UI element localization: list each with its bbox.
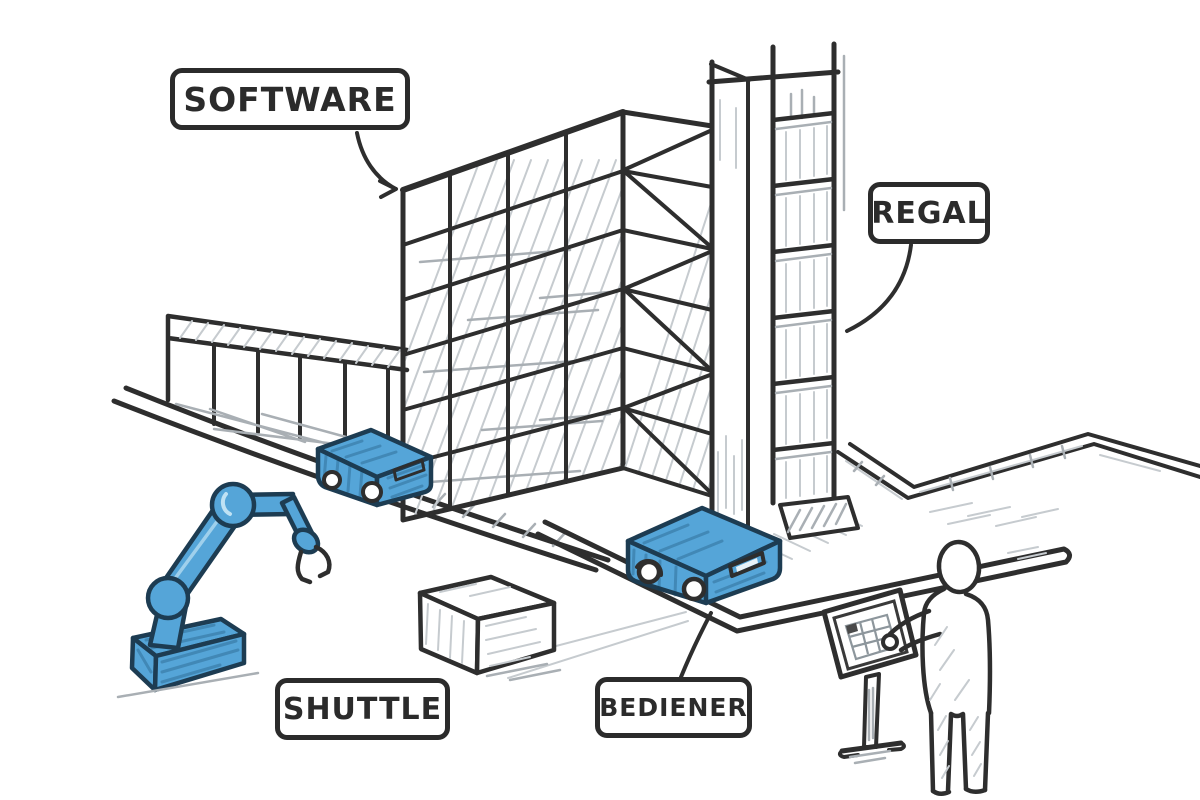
- shuttle-vehicle-2: [625, 505, 783, 606]
- robot-arm-highlight: [166, 510, 226, 590]
- shuttle2-panel: [728, 551, 766, 578]
- shuttle2-panel-slot: [736, 558, 758, 572]
- side-shelf-lines: [621, 124, 714, 498]
- rail-ties: [431, 492, 567, 548]
- shuttle1-wheel-front: [322, 470, 342, 490]
- kiosk-pole-hatch: [867, 686, 875, 742]
- tower-pedestal-hatch: [786, 502, 848, 534]
- robot-elbow-highlight: [220, 492, 232, 516]
- tower-column-hatch: [717, 99, 743, 515]
- label-regal: REGAL: [868, 182, 990, 244]
- side-top-edge: [620, 109, 715, 129]
- operator-arm: [887, 608, 943, 653]
- operator-feet: [930, 786, 988, 796]
- gripper-prong-right: [313, 544, 332, 579]
- robot-elbow-joint: [209, 481, 257, 529]
- label-software: SOFTWARE: [170, 68, 410, 130]
- label-leaders: [355, 131, 913, 679]
- regal-leader: [845, 243, 913, 333]
- main-rack-building: [400, 109, 715, 523]
- robot-base-front: [152, 631, 247, 693]
- platform-edge: [535, 519, 1072, 634]
- operator-torso: [920, 586, 993, 716]
- grid-lines: [848, 618, 895, 655]
- box-hatch: [425, 583, 541, 667]
- low-rack-posts: [212, 344, 390, 452]
- bediener-leader: [679, 611, 713, 679]
- box-shadow: [485, 662, 562, 682]
- operator-pants-hatch: [929, 626, 982, 779]
- tower-posts: [706, 41, 841, 521]
- regal-lift-tower: [706, 41, 860, 540]
- box-right: [474, 600, 557, 676]
- kiosk-base: [839, 740, 904, 754]
- software-arrow: [355, 131, 398, 199]
- front-top-edge: [400, 109, 626, 193]
- front-shelf-lines: [401, 169, 625, 467]
- operator-hand: [881, 633, 899, 651]
- shuttle1-panel: [392, 458, 426, 482]
- tower-top-strokes: [789, 54, 846, 212]
- label-bediener: BEDIENER: [595, 677, 752, 738]
- tower-rung-shadows: [774, 120, 833, 461]
- shuttle1-wheel-rear: [361, 481, 383, 503]
- operator-head: [936, 539, 982, 595]
- kiosk-base-hatch: [848, 749, 892, 765]
- rack-side-face: [620, 109, 715, 498]
- robot-gripper: [295, 544, 332, 585]
- operator-terminal: [821, 587, 919, 765]
- kiosk-stand-pole: [862, 672, 881, 749]
- tower-inner-post: [709, 62, 751, 530]
- kiosk-feet: [837, 741, 906, 759]
- robot-shoulder-joint: [145, 575, 191, 621]
- road-plank-lines: [845, 445, 1161, 500]
- low-rack-floor-lines: [174, 402, 394, 453]
- tower-bay-hatch: [785, 125, 828, 499]
- shuttle2-wheel-rear: [681, 576, 707, 602]
- tower-rungs: [770, 110, 837, 453]
- shuttle-vehicle-1: [315, 427, 434, 508]
- grid-active-cell: [846, 623, 858, 634]
- shuttle2-wheel-front: [636, 559, 662, 585]
- kiosk-screen-bezel: [832, 599, 909, 671]
- front-posts: [448, 131, 568, 511]
- parcel-box: [417, 574, 562, 682]
- robot-arm: [116, 481, 332, 699]
- label-shuttle: SHUTTLE: [275, 678, 450, 740]
- gripper-prong-left: [295, 549, 313, 585]
- platform-hatch-right: [929, 502, 1059, 560]
- road-ticks: [852, 444, 1067, 492]
- low-rack-row: [165, 313, 410, 453]
- operator-person: [881, 539, 993, 796]
- robot-shadow: [116, 671, 260, 699]
- side-braces: [624, 129, 712, 494]
- side-hatch: [623, 144, 712, 496]
- shuttle1-right: [374, 454, 434, 508]
- low-rack-band-hatch: [179, 320, 401, 368]
- service-road: [836, 432, 1200, 500]
- operator-legs: [928, 710, 991, 794]
- low-rack-rails: [165, 313, 410, 403]
